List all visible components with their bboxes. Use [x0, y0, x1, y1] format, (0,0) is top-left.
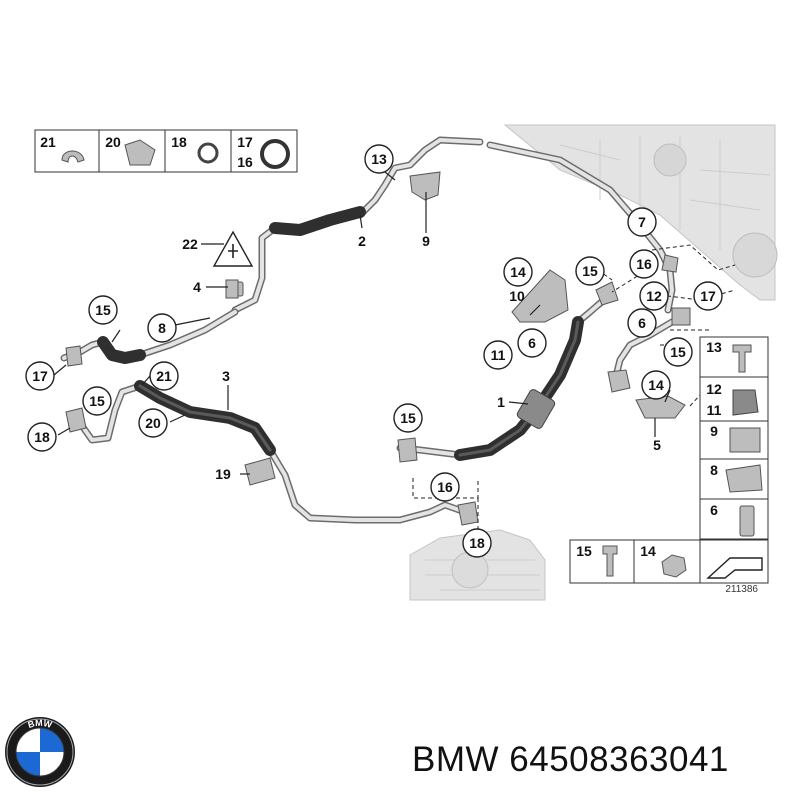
bmw-logo: BMW: [5, 717, 75, 787]
part-number: 64508363041: [509, 740, 729, 779]
callout-2: 2: [358, 233, 366, 249]
callout-21: 21: [156, 368, 172, 384]
callout-14: 14: [648, 377, 664, 393]
product-title: BMW 64508363041: [412, 740, 729, 780]
logo-text: BMW: [27, 718, 54, 730]
callout-16: 16: [636, 256, 652, 272]
callout-5: 5: [653, 437, 661, 453]
warning-triangle-icon: [212, 230, 254, 267]
callout-22: 22: [182, 236, 198, 252]
thin-pipes: [60, 136, 676, 524]
callout-4: 4: [193, 279, 201, 295]
callout-8: 7: [638, 214, 646, 230]
image-number: 211386: [725, 584, 758, 595]
callout-17: 17: [700, 288, 716, 304]
legend-label-17: 17: [237, 134, 253, 150]
legend-label-15: 15: [576, 543, 592, 559]
callout-10: 10: [509, 288, 525, 304]
callout-3: 3: [222, 368, 230, 384]
callout-12: 12: [646, 288, 662, 304]
callout-15: 15: [670, 344, 686, 360]
callout-15: 15: [400, 410, 416, 426]
callout-16: 16: [437, 479, 453, 495]
legend-label-6: 6: [710, 502, 718, 518]
legend-label-9: 9: [710, 423, 718, 439]
callout-18: 18: [469, 535, 485, 551]
callout-14: 14: [510, 264, 526, 280]
compressor: [409, 529, 546, 601]
legend-label-21: 21: [40, 134, 56, 150]
dashed-lines: [412, 244, 736, 531]
legend-label-12: 12: [706, 381, 722, 397]
callout-19: 19: [215, 466, 231, 482]
callout-15: 15: [582, 263, 598, 279]
callout-7: 9: [422, 233, 430, 249]
callout-labels: 13 7 14 15 16 12 17 15 8 6 6 11 15 17 21…: [32, 134, 758, 595]
legend-label-13: 13: [706, 339, 722, 355]
callout-1: 1: [497, 394, 505, 410]
brand-name: BMW: [412, 740, 500, 779]
callout-9: 8: [158, 320, 166, 336]
legend-label-14: 14: [640, 543, 656, 559]
legend-label-18: 18: [171, 134, 187, 150]
callout-15: 15: [89, 393, 105, 409]
legend-label-11: 11: [707, 402, 722, 418]
callout-6: 6: [638, 315, 646, 331]
legend-top: [34, 129, 298, 173]
svg-text:BMW: BMW: [27, 718, 54, 730]
callout-17: 17: [32, 368, 48, 384]
legend-label-16: 16: [237, 154, 253, 170]
hoses: [97, 206, 584, 461]
legend-side: [699, 336, 769, 540]
legend-bottom: [569, 539, 769, 584]
callout-13: 13: [371, 151, 387, 167]
legend-label-8: 8: [710, 462, 718, 478]
callout-15: 15: [95, 302, 111, 318]
fittings: [65, 171, 691, 526]
legend-label-20: 20: [105, 134, 121, 150]
callout-18: 18: [34, 429, 50, 445]
callout-20: 20: [145, 415, 161, 431]
callout-11: 11: [491, 347, 506, 363]
callout-6: 6: [528, 335, 536, 351]
callouts: [25, 144, 723, 558]
